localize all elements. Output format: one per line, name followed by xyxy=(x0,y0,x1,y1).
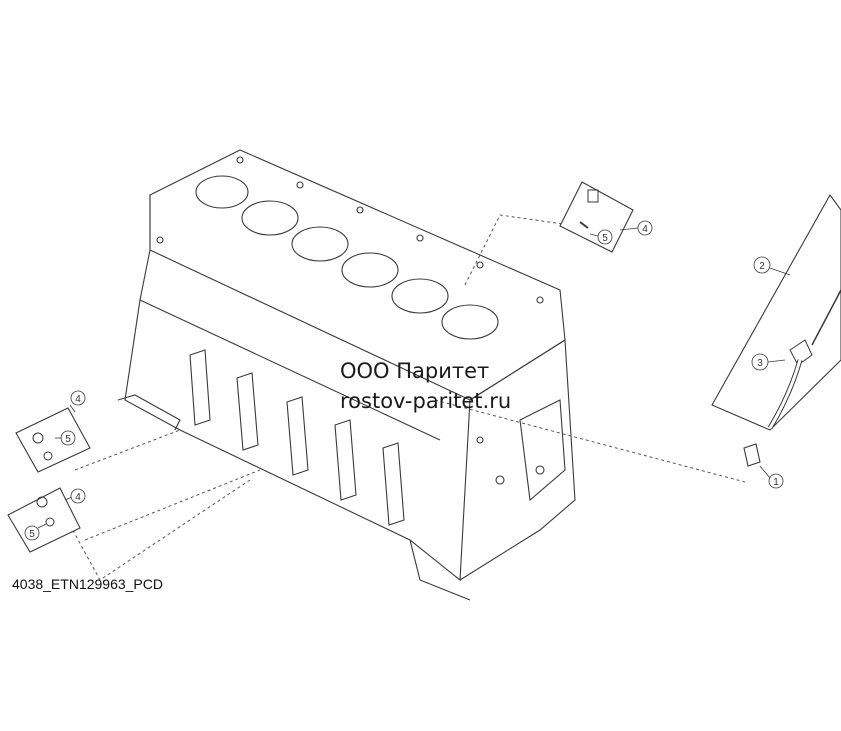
callout-left-upper-5: 5 xyxy=(65,434,71,445)
callout-left-lower-4: 4 xyxy=(75,492,81,503)
watermark: ООО Паритет rostov-paritet.ru xyxy=(340,356,511,416)
watermark-company: ООО Паритет xyxy=(340,359,490,383)
callout-left-lower-5: 5 xyxy=(29,529,35,540)
engine-block xyxy=(117,149,576,601)
callout-tube-2: 2 xyxy=(759,261,765,272)
top-plug-detail: 4 5 xyxy=(559,181,653,253)
callout-top-box-5: 5 xyxy=(602,233,608,244)
callout-fitting-1: 1 xyxy=(773,477,779,488)
figure-id-label: 4038_ETN129963_PCD xyxy=(12,576,163,592)
callout-left-upper-4: 4 xyxy=(75,394,81,405)
callout-top-box-4: 4 xyxy=(642,224,648,235)
left-upper-detail: 5 4 xyxy=(15,390,91,473)
callout-tube-3: 3 xyxy=(757,358,763,369)
watermark-url: rostov-paritet.ru xyxy=(340,389,512,413)
left-lower-detail: 5 4 xyxy=(7,487,86,553)
leader-lines xyxy=(69,214,746,581)
dipstick-tube-detail: 2 3 1 xyxy=(711,193,841,489)
